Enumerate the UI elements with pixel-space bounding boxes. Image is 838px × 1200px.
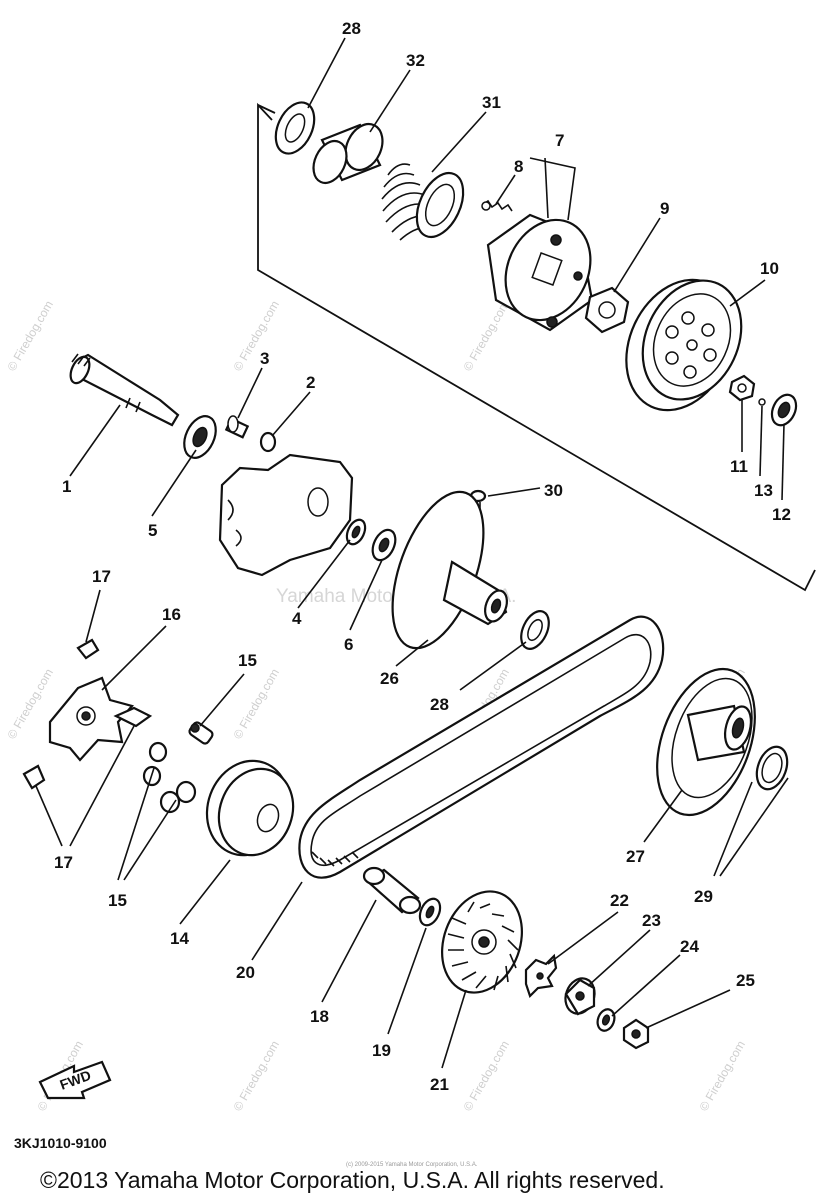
- part-number: 25: [736, 971, 755, 990]
- bearing-6: [371, 528, 397, 562]
- part-number: 11: [730, 457, 748, 476]
- forward-arrow-icon: FWD: [38, 1060, 112, 1100]
- primary-sheave-14: [205, 759, 295, 857]
- clutch-carrier-7: [486, 213, 594, 332]
- bearing-5: [183, 415, 217, 459]
- watermark: © Firedog.com: [460, 298, 512, 373]
- drawing-code: 3KJ1010-9100: [14, 1135, 107, 1151]
- part-number: 13: [754, 481, 773, 500]
- part-number: 16: [162, 605, 181, 624]
- nut-9: [584, 286, 630, 334]
- oil-seal-28-mid: [520, 610, 550, 650]
- cam-16: [48, 676, 134, 762]
- washer-19: [418, 897, 442, 927]
- tiny-copyright-notice: (c) 2009-2015 Yamaha Motor Corporation, …: [346, 1162, 478, 1168]
- upper-group-bracket: [257, 102, 816, 592]
- part-number: 6: [344, 635, 353, 654]
- clutch-housing-10: [625, 278, 743, 412]
- nut-11: [728, 374, 756, 402]
- part-number: 12: [772, 505, 791, 524]
- part-number: 15: [108, 891, 127, 910]
- weight-roller-15c: [159, 780, 197, 814]
- part-number: 1: [62, 477, 71, 496]
- part-number: 15: [238, 651, 257, 670]
- part-number: 17: [92, 567, 111, 586]
- part-number: 3: [260, 349, 269, 368]
- circlip-29: [755, 745, 789, 791]
- case-cover: [218, 453, 354, 577]
- part-number: 18: [310, 1007, 329, 1026]
- clutch-spring-8: [481, 199, 513, 212]
- compression-spring-31: [381, 163, 465, 241]
- nut-25: [622, 1018, 650, 1050]
- part-number: 10: [760, 259, 779, 278]
- part-number: 2: [306, 373, 315, 392]
- slider-15: [188, 721, 214, 745]
- bracket-edge: [257, 104, 276, 114]
- part-number: 19: [372, 1041, 391, 1060]
- part-number: 22: [610, 891, 629, 910]
- watermark: © Firedog.com: [230, 666, 282, 741]
- leader-lines: [35, 37, 789, 1069]
- part-number: 20: [236, 963, 255, 982]
- oil-seal-28-top: [274, 101, 316, 155]
- fan-21: [441, 890, 523, 994]
- part-number: 9: [660, 199, 669, 218]
- washer-13: [758, 398, 766, 406]
- bearing-12: [770, 393, 798, 427]
- part-number: 27: [626, 847, 645, 866]
- copyright-footer: ©2013 Yamaha Motor Corporation, U.S.A. A…: [40, 1167, 665, 1193]
- part-number: 23: [642, 911, 661, 930]
- sliding-sheave-26: [391, 490, 508, 650]
- part-number-labels: 28 32 31 7 8 9 10 3 2 1 5 11 13 12 30 4 …: [54, 19, 791, 1094]
- part-number: 30: [544, 481, 563, 500]
- washer-24: [596, 1008, 616, 1032]
- primary-shaft-1: [69, 353, 180, 427]
- watermark: © Firedog.com: [230, 1038, 282, 1113]
- holder-23: [564, 977, 596, 1016]
- washer-4: [345, 518, 367, 546]
- part-number: 14: [170, 929, 189, 948]
- clip-17-left: [22, 764, 46, 790]
- v-belt-20: [298, 615, 665, 879]
- weight-roller-15a: [148, 741, 168, 763]
- clip-17-right: [113, 706, 153, 728]
- watermark: © Firedog.com: [4, 298, 56, 373]
- clip-17-top: [76, 638, 100, 660]
- part-number: 7: [555, 131, 564, 150]
- part-number: 4: [292, 609, 302, 628]
- collar-32: [312, 122, 384, 185]
- part-number: 21: [430, 1075, 449, 1094]
- washer-2: [259, 431, 277, 453]
- part-number: 5: [148, 521, 157, 540]
- part-number: 24: [680, 937, 699, 956]
- part-number: 17: [54, 853, 73, 872]
- watermark: © Firedog.com: [4, 666, 56, 741]
- part-number: 31: [482, 93, 501, 112]
- part-number: 32: [406, 51, 425, 70]
- bolt-3: [224, 415, 250, 439]
- part-number: 8: [514, 157, 523, 176]
- secondary-sheave-27: [656, 667, 756, 817]
- watermark: © Firedog.com: [460, 1038, 512, 1113]
- part-number: 28: [342, 19, 361, 38]
- watermark: © Firedog.com: [696, 1038, 748, 1113]
- part-number: 26: [380, 669, 399, 688]
- part-number: 29: [694, 887, 713, 906]
- part-number: 28: [430, 695, 449, 714]
- one-way-clutch-22: [524, 953, 558, 999]
- watermark: © Firedog.com: [230, 298, 282, 373]
- collar-18: [362, 866, 422, 915]
